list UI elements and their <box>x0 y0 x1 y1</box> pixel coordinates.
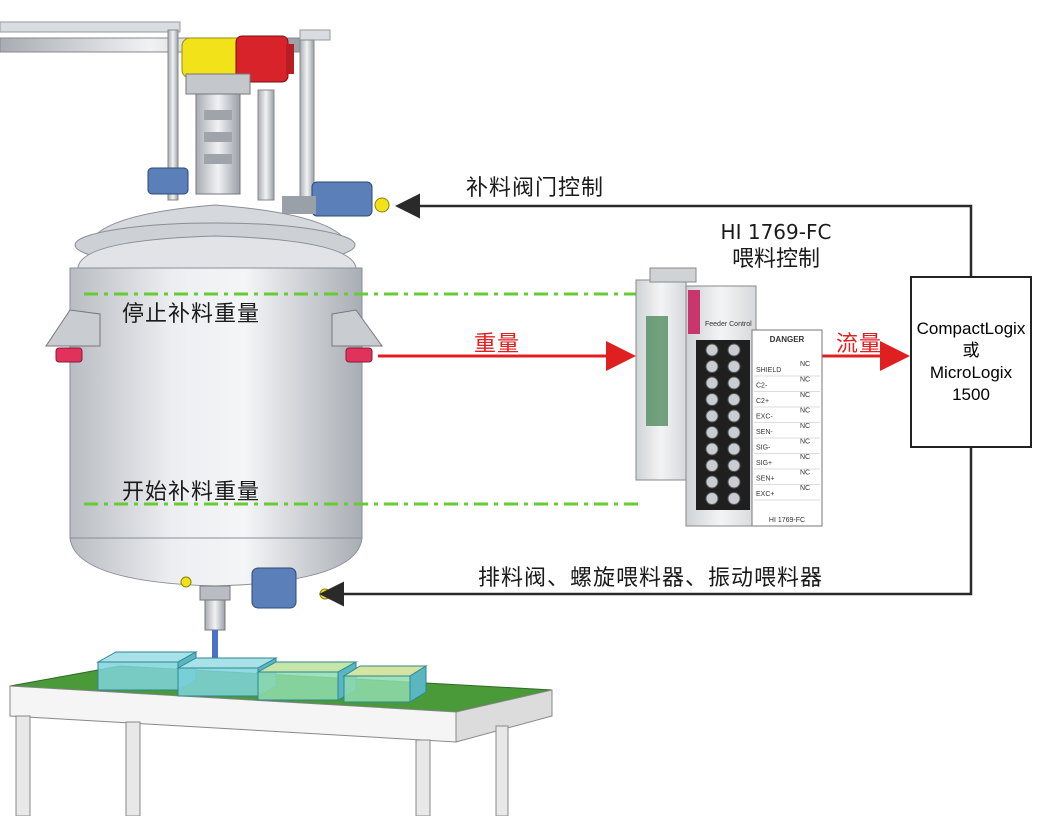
stop-feed-weight-label: 停止补料重量 <box>122 302 261 327</box>
terminal-screw <box>705 393 719 406</box>
terminal-screw <box>705 492 719 505</box>
terminal-screw <box>705 426 719 439</box>
module-function-label: 喂料控制 <box>731 247 820 272</box>
feed-valve-control-label: 补料阀门控制 <box>466 176 605 201</box>
start-feed-weight-label: 开始补料重量 <box>122 480 261 505</box>
discharge-devices-label: 排料阀、螺旋喂料器、振动喂料器 <box>478 566 824 591</box>
terminal-nc-label: NC <box>800 454 810 461</box>
terminal-nc-label: NC <box>800 408 810 415</box>
terminal-screw <box>705 376 719 390</box>
bottom-outlet-valve <box>180 567 331 660</box>
terminal-screw <box>727 360 741 373</box>
discharge-control-line <box>319 448 973 607</box>
weight-label: 重量 <box>474 332 521 357</box>
module-brand-text: Feeder Control <box>705 321 752 328</box>
danger-label: DANGER <box>770 335 805 344</box>
terminal-nc-label: NC <box>800 423 810 430</box>
vessel-head <box>74 204 357 269</box>
terminal-nc-label: NC <box>800 377 810 384</box>
terminal-screw <box>727 459 741 472</box>
terminal-screw <box>705 360 719 373</box>
top-valve-actuators <box>147 167 390 217</box>
terminal-label: SHIELD <box>756 367 781 374</box>
terminal-label: EXC+ <box>756 491 774 498</box>
terminal-label: C2+ <box>756 398 769 405</box>
module-footer-model: HI 1769-FC <box>769 517 805 524</box>
plc-line-3: MicroLogix <box>929 363 1013 382</box>
terminal-screw <box>727 376 741 390</box>
plc-controller-box: CompactLogix 或 MicroLogix 1500 <box>910 276 1032 448</box>
product-trays <box>96 651 428 703</box>
plc-line-2: 或 <box>962 341 980 360</box>
module-model-label: HI 1769-FC <box>720 220 832 244</box>
flow-label: 流量 <box>836 332 883 357</box>
terminal-screw <box>705 343 719 357</box>
terminal-labels: SHIELD NC C2- NC C2+ NC EXC- NC SEN- NC SIG- NC SIG+… <box>754 361 820 501</box>
terminal-label: SEN- <box>756 429 773 436</box>
feed-valve-control-line <box>395 193 973 276</box>
terminal-screw <box>727 475 741 489</box>
terminal-nc-label: NC <box>800 361 810 368</box>
terminal-label: EXC- <box>756 414 773 421</box>
terminal-screw <box>727 393 741 406</box>
terminal-screw <box>727 442 741 456</box>
terminal-label: SIG+ <box>756 460 772 467</box>
terminal-screw <box>705 475 719 489</box>
plc-line-4: 1500 <box>952 385 990 404</box>
terminal-nc-label: NC <box>800 439 810 446</box>
plc-line-1: CompactLogix <box>916 319 1026 338</box>
terminal-screw <box>705 409 719 423</box>
terminal-screw <box>705 459 719 472</box>
agitator-motor <box>181 35 294 201</box>
terminal-nc-label: NC <box>800 485 810 492</box>
terminal-screw <box>727 492 741 505</box>
terminal-screw <box>727 343 741 357</box>
terminal-label: C2- <box>756 383 768 390</box>
terminal-nc-label: NC <box>800 470 810 477</box>
terminal-screws <box>705 343 741 505</box>
feeder-control-module: Feeder Control DANGER SHIELD NC C2- NC C2+ NC… <box>635 267 823 527</box>
terminal-label: SIG- <box>756 445 771 452</box>
load-cell-lugs <box>45 309 383 363</box>
terminal-label: SEN+ <box>756 476 774 483</box>
terminal-screw <box>727 409 741 423</box>
terminal-screw <box>705 442 719 456</box>
terminal-nc-label: NC <box>800 392 810 399</box>
terminal-screw <box>727 426 741 439</box>
